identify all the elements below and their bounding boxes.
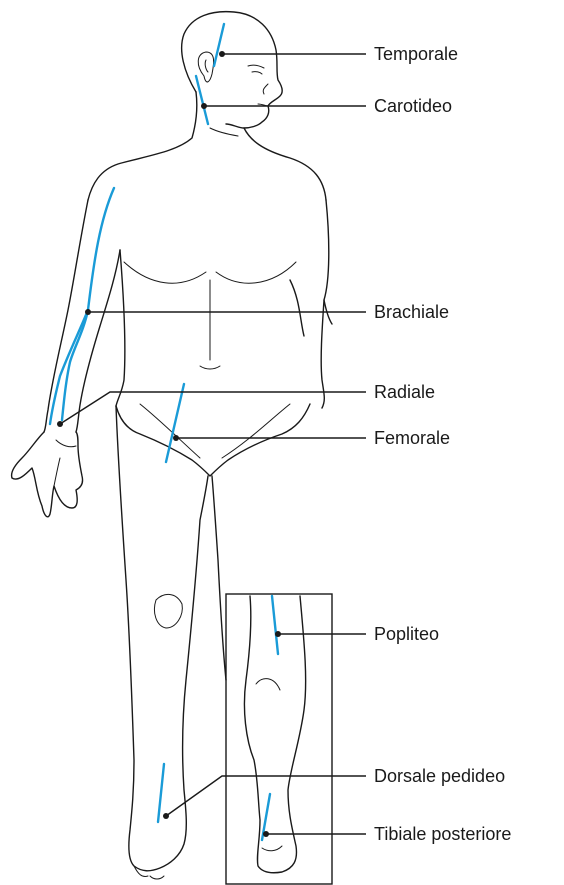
dot-femorale (173, 435, 179, 441)
labels: Temporale Carotideo Brachiale Radiale Fe… (374, 44, 511, 844)
label-carotideo: Carotideo (374, 96, 452, 116)
label-brachiale: Brachiale (374, 302, 449, 322)
dot-brachiale (85, 309, 91, 315)
dot-popliteo (275, 631, 281, 637)
arteries (50, 24, 278, 840)
label-femorale: Femorale (374, 428, 450, 448)
leg-left-outline (116, 406, 208, 871)
label-radiale: Radiale (374, 382, 435, 402)
posterior-leg-inset (226, 594, 332, 884)
leaders (57, 51, 366, 837)
dot-carotideo (201, 103, 207, 109)
label-tibiale-posteriore: Tibiale posteriore (374, 824, 511, 844)
inset-frame (226, 594, 332, 884)
neck-outline (88, 92, 197, 200)
hand-outline (12, 432, 83, 517)
label-temporale: Temporale (374, 44, 458, 64)
leader-radiale (60, 392, 366, 424)
dot-tibiale-posteriore (263, 831, 269, 837)
artery-temporal (214, 24, 224, 66)
dot-temporale (219, 51, 225, 57)
artery-popliteal (272, 596, 278, 654)
torso-left-outline (116, 250, 125, 406)
artery-carotid (196, 76, 208, 124)
artery-dorsalis-pedis (158, 764, 164, 822)
hips-outline (116, 404, 310, 476)
label-dorsale-pedideo: Dorsale pedideo (374, 766, 505, 786)
label-popliteo: Popliteo (374, 624, 439, 644)
dot-radiale (57, 421, 63, 427)
dot-dorsale-pedideo (163, 813, 169, 819)
body-outline (12, 12, 332, 879)
